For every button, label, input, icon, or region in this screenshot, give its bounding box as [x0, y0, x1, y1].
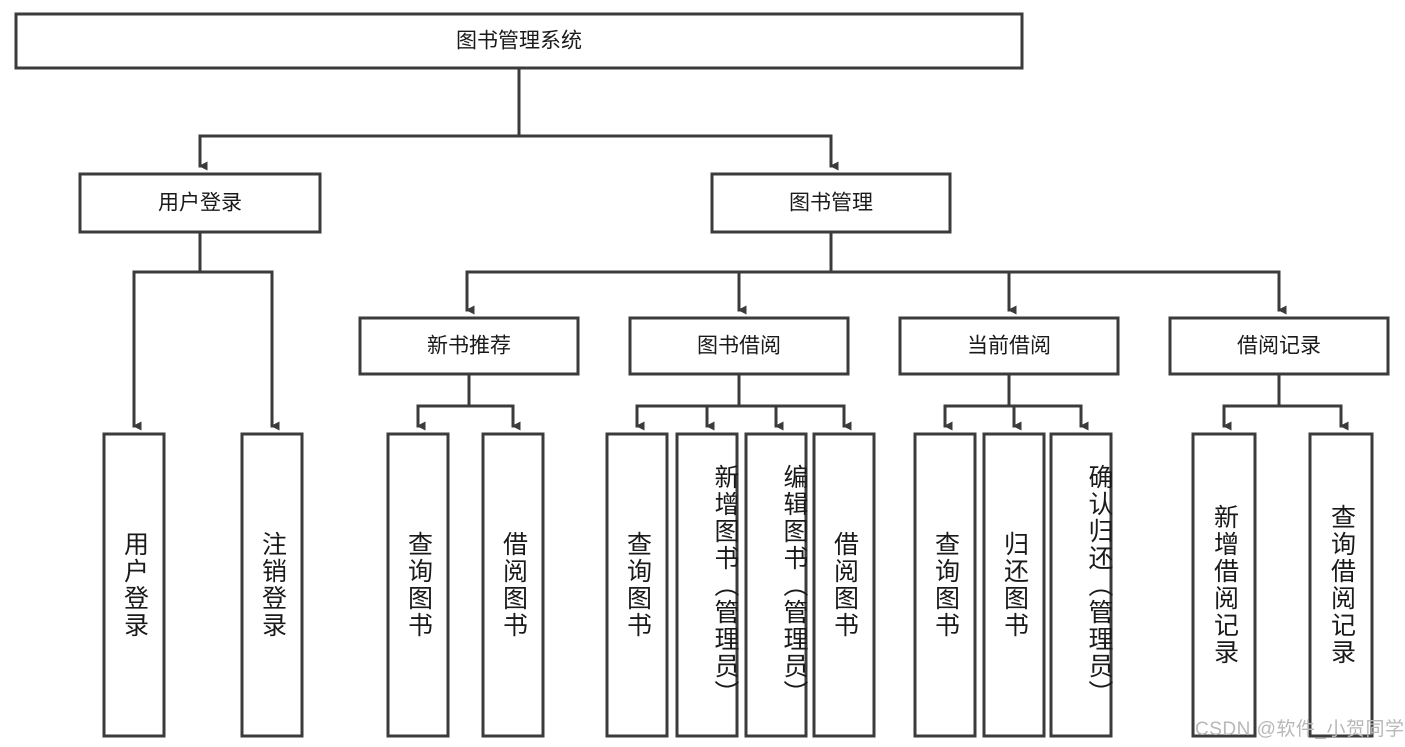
node-new-book-recommend-label: 新书推荐 — [427, 335, 511, 358]
node-borrow-record-label: 借阅记录 — [1237, 335, 1321, 358]
node-book-manage-rect[interactable] — [710, 172, 952, 234]
node-user-login-label: 用户登录 — [158, 192, 242, 215]
node-borrow-record[interactable]: 借阅记录 — [1168, 316, 1390, 376]
node-root-label: 图书管理系统 — [456, 30, 582, 53]
connector-group-borrow-record — [1222, 372, 1349, 431]
node-leaf-add-record-rect[interactable] — [1191, 432, 1257, 738]
node-leaf-borrow-book-1-rect[interactable] — [481, 432, 545, 738]
node-leaf-query-record-rect[interactable] — [1308, 432, 1374, 738]
node-root-rect[interactable] — [14, 12, 1024, 70]
connector-group-current-borrow — [943, 372, 1089, 431]
node-current-borrow[interactable]: 当前借阅 — [898, 316, 1120, 376]
node-current-borrow-label: 当前借阅 — [967, 335, 1051, 358]
connector-group-book-borrow — [635, 372, 852, 431]
node-user-login-rect[interactable] — [78, 172, 322, 234]
node-leaf-query-book-3-rect[interactable] — [913, 432, 977, 738]
node-user-login[interactable]: 用户登录 — [78, 172, 322, 234]
node-leaf-confirm-return-rect[interactable] — [1049, 432, 1113, 738]
node-book-manage[interactable]: 图书管理 — [710, 172, 952, 234]
node-leaf-add-book-rect[interactable] — [675, 432, 739, 738]
node-leaf-query-book-1-rect[interactable] — [386, 432, 450, 738]
node-book-borrow-label: 图书借阅 — [697, 335, 781, 358]
node-borrow-record-rect[interactable] — [1168, 316, 1390, 376]
node-leaf-user-login-rect[interactable] — [102, 432, 166, 738]
node-leaf-query-book-2-rect[interactable] — [605, 432, 669, 738]
node-leaf-logout-rect[interactable] — [240, 432, 304, 738]
connector-group-book-manage — [465, 230, 1287, 315]
node-new-book-recommend-rect[interactable] — [358, 316, 580, 376]
node-book-borrow[interactable]: 图书借阅 — [628, 316, 850, 376]
node-leaf-borrow-book-2-rect[interactable] — [812, 432, 876, 738]
connector-group-root — [198, 66, 839, 171]
node-current-borrow-rect[interactable] — [898, 316, 1120, 376]
connector-group-new-book-recommend — [416, 372, 521, 431]
node-new-book-recommend[interactable]: 新书推荐 — [358, 316, 580, 376]
node-leaf-edit-book-rect[interactable] — [744, 432, 808, 738]
node-book-manage-label: 图书管理 — [789, 192, 873, 215]
node-root[interactable]: 图书管理系统 — [14, 12, 1024, 70]
connector-group-user-login — [132, 230, 280, 431]
csdn-watermark: CSDN @软件_小贺同学 — [1195, 719, 1405, 740]
node-book-borrow-rect[interactable] — [628, 316, 850, 376]
node-leaf-return-book-rect[interactable] — [982, 432, 1046, 738]
